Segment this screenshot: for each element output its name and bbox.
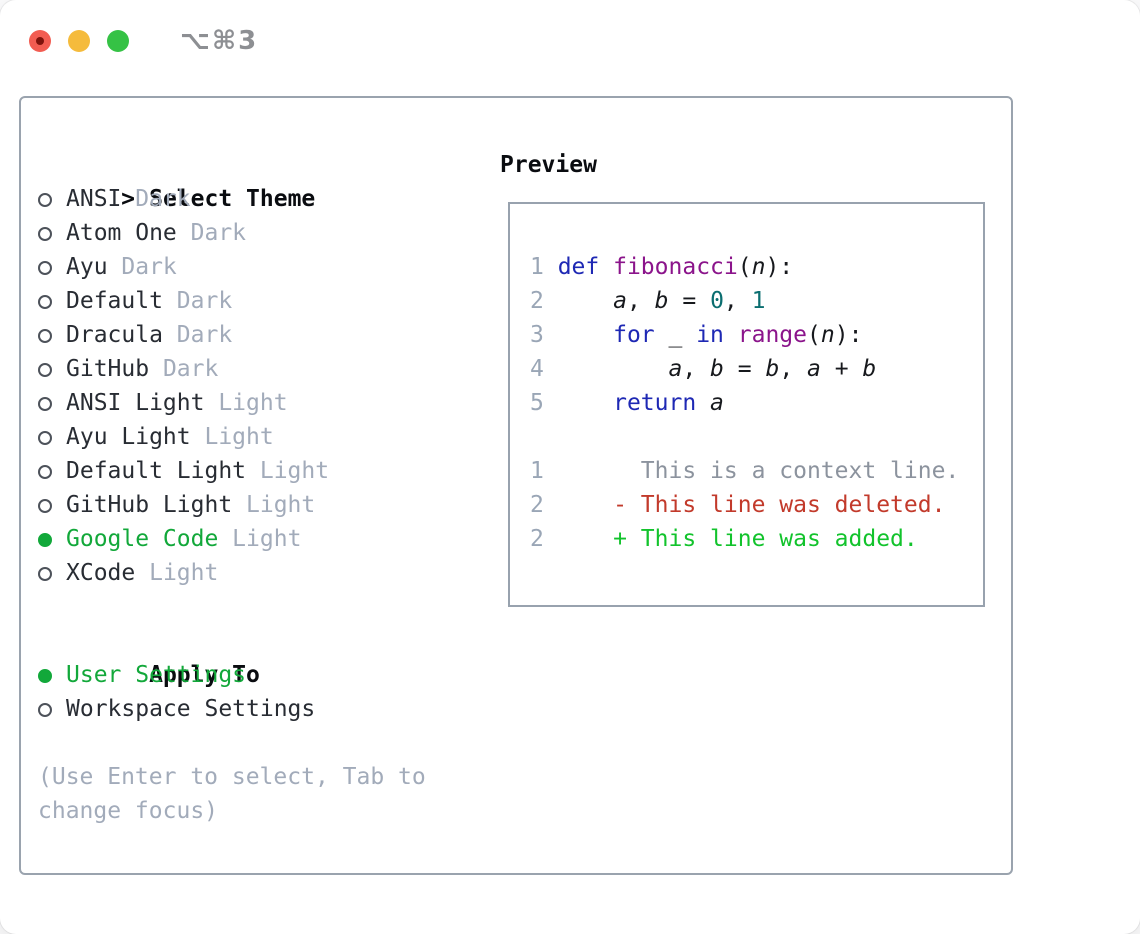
window-title: ⌥⌘3	[180, 26, 259, 56]
line-number: 1	[530, 254, 558, 280]
preview-code-line: 1 def fibonacci(n):	[530, 254, 794, 280]
theme-name: GitHub	[66, 356, 150, 382]
line-number: 2	[530, 526, 558, 552]
zoom-button[interactable]	[107, 30, 129, 52]
radio-icon	[38, 431, 52, 445]
theme-option-github-dark[interactable]: GitHub Dark	[38, 352, 426, 386]
theme-variant: Light	[190, 424, 274, 450]
theme-variant: Light	[204, 390, 288, 416]
theme-name: Atom One	[66, 220, 177, 246]
preview-code-line: 1 This is a context line.	[530, 458, 960, 484]
theme-option-ayu-dark[interactable]: Ayu Dark	[38, 250, 426, 284]
line-number: 1	[530, 458, 558, 484]
preview-code-line: 3 for _ in range(n):	[530, 322, 863, 348]
theme-name: ANSI	[66, 186, 122, 212]
theme-variant: Dark	[176, 220, 247, 246]
theme-variant: Light	[232, 492, 316, 518]
theme-option-atom-one-dark[interactable]: Atom One Dark	[38, 216, 426, 250]
theme-option-ansi-dark[interactable]: ANSI Dark	[38, 182, 426, 216]
pointer-icon: >	[121, 186, 135, 212]
theme-variant: Light	[218, 526, 302, 552]
radio-icon	[38, 295, 52, 309]
hint-text: (Use Enter to select, Tab to change focus…	[38, 760, 426, 828]
theme-variant: Dark	[162, 322, 233, 348]
radio-icon	[38, 567, 52, 581]
apply-to-header: Apply To	[38, 624, 426, 688]
theme-option-ayu-light-light[interactable]: Ayu Light Light	[38, 420, 426, 454]
theme-option-google-code-light[interactable]: Google Code Light	[38, 522, 426, 556]
theme-name: XCode	[66, 560, 136, 586]
radio-icon	[38, 193, 52, 207]
apply-option-label: Workspace Settings	[66, 696, 316, 722]
radio-icon	[38, 499, 52, 513]
theme-option-dracula-dark[interactable]: Dracula Dark	[38, 318, 426, 352]
selected-radio-icon	[38, 669, 52, 683]
apply-option-label: User Settings	[66, 662, 247, 688]
selected-radio-icon	[38, 533, 52, 547]
hint-line: change focus)	[38, 798, 219, 824]
hint-line: (Use Enter to select, Tab to	[38, 764, 426, 790]
theme-name: Ayu Light	[66, 424, 191, 450]
theme-option-default-dark[interactable]: Default Dark	[38, 284, 426, 318]
minimize-button[interactable]	[68, 30, 90, 52]
line-number: 2	[530, 288, 558, 314]
close-button[interactable]	[29, 30, 51, 52]
line-number: 3	[530, 322, 558, 348]
radio-icon	[38, 465, 52, 479]
titlebar: ⌥⌘3	[29, 26, 258, 56]
theme-name: ANSI Light	[66, 390, 205, 416]
radio-icon	[38, 329, 52, 343]
line-number: 2	[530, 492, 558, 518]
preview-pane: 1 def fibonacci(n): 2 a, b = 0, 1 3 for _ …	[508, 202, 985, 607]
apply-option-workspace-settings[interactable]: Workspace Settings	[38, 692, 426, 726]
apply-to-label: Apply To	[149, 662, 260, 688]
radio-icon	[38, 363, 52, 377]
theme-name: Ayu	[66, 254, 108, 280]
select-theme-label: Select Theme	[149, 186, 316, 212]
preview-code-line: 4 a, b = b, a + b	[530, 356, 877, 382]
theme-variant: Dark	[162, 288, 233, 314]
theme-variant: Light	[246, 458, 330, 484]
theme-variant: Dark	[107, 254, 177, 280]
theme-option-github-light-light[interactable]: GitHub Light Light	[38, 488, 426, 522]
theme-name: Default Light	[66, 458, 247, 484]
theme-option-ansi-light-light[interactable]: ANSI Light Light	[38, 386, 426, 420]
record-dot-icon	[36, 37, 44, 45]
theme-name: Google Code	[66, 526, 219, 552]
theme-name: GitHub Light	[66, 492, 233, 518]
theme-option-default-light-light[interactable]: Default Light Light	[38, 454, 426, 488]
theme-option-xcode-light[interactable]: XCode Light	[38, 556, 426, 590]
theme-variant: Light	[135, 560, 219, 586]
theme-variant: Dark	[121, 186, 191, 212]
theme-variant: Dark	[149, 356, 219, 382]
line-number: 5	[530, 390, 558, 416]
radio-icon	[38, 703, 52, 717]
radio-icon	[38, 227, 52, 241]
line-number: 4	[530, 356, 558, 382]
preview-code-line: 2 a, b = 0, 1	[530, 288, 766, 314]
radio-icon	[38, 261, 52, 275]
preview-code-line: 5 return a	[530, 390, 724, 416]
preview-code-line: 2 + This line was added.	[530, 526, 918, 552]
theme-name: Default	[66, 288, 163, 314]
theme-name: Dracula	[66, 322, 163, 348]
preview-code-line	[530, 420, 983, 454]
radio-icon	[38, 397, 52, 411]
preview-code-line: 2 - This line was deleted.	[530, 492, 946, 518]
select-theme-header: > Select Theme	[38, 148, 426, 212]
preview-label: Preview	[500, 152, 597, 178]
apply-option-user-settings[interactable]: User Settings	[38, 658, 426, 692]
